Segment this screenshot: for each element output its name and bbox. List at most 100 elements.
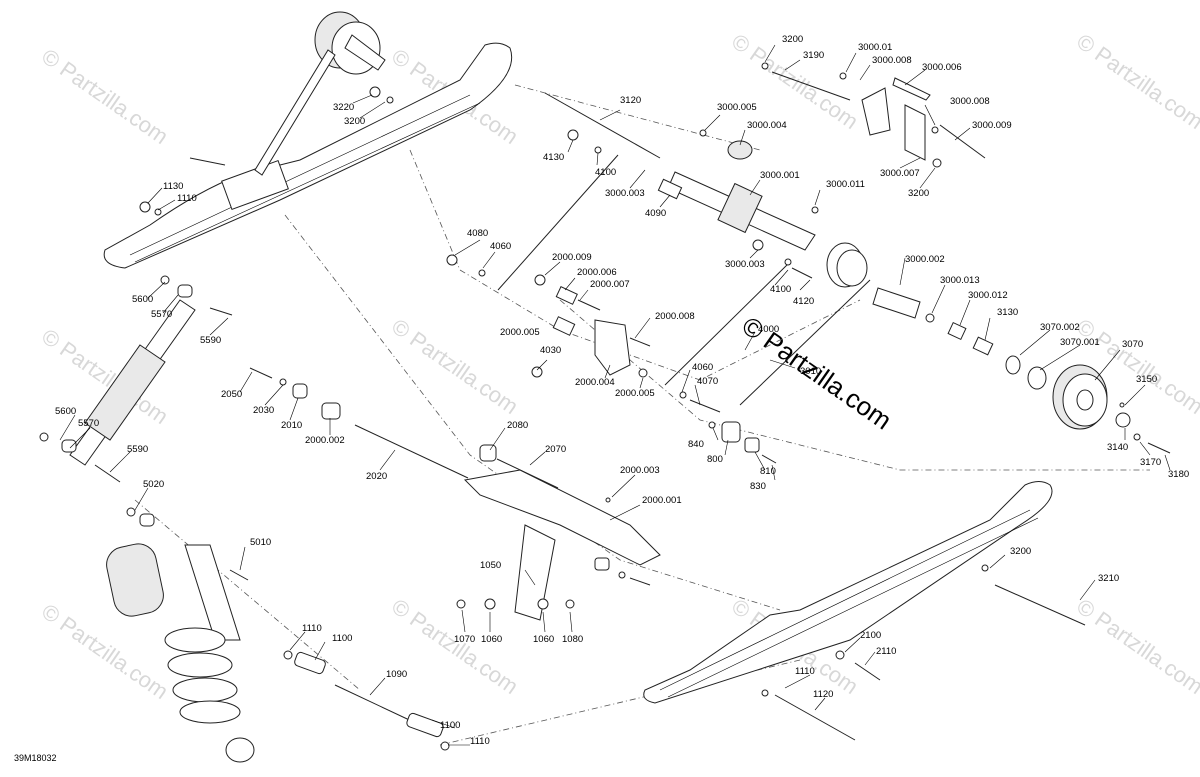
right-idler-wheel xyxy=(1005,355,1108,430)
part-label: 3070.002 xyxy=(1040,322,1080,333)
watermark: © Partzilla.com xyxy=(387,594,523,700)
part-label: 800 xyxy=(707,454,723,465)
shock-lower xyxy=(106,543,255,763)
hardware xyxy=(39,62,1171,751)
part-label: 830 xyxy=(750,481,766,492)
part-label: 3170 xyxy=(1140,457,1161,468)
part-label: 3000.011 xyxy=(826,179,865,190)
part-label: 5590 xyxy=(200,335,221,346)
part-label: 2050 xyxy=(221,389,242,400)
part-label: 2000.001 xyxy=(642,495,682,506)
rods xyxy=(334,71,1086,741)
part-label: 2000.006 xyxy=(577,267,617,278)
part-label: 5010 xyxy=(250,537,271,548)
part-label: 2000.002 xyxy=(305,435,345,446)
part-label: 1070 xyxy=(454,634,475,645)
part-label: 3200 xyxy=(908,188,929,199)
part-label: 2030 xyxy=(253,405,274,416)
part-label: 840 xyxy=(688,439,704,450)
part-label: 4120 xyxy=(793,296,814,307)
part-label: 5570 xyxy=(151,309,172,320)
part-label: 2110 xyxy=(876,646,896,657)
part-label: 2000.004 xyxy=(575,377,615,388)
part-label: 2020 xyxy=(366,471,387,482)
part-label: 3000.008 xyxy=(872,55,912,66)
part-label: 1110 xyxy=(470,736,490,747)
shock-upper xyxy=(69,299,196,466)
part-label: 4030 xyxy=(540,345,561,356)
part-label: 3190 xyxy=(803,50,824,61)
part-label: 4080 xyxy=(467,228,488,239)
upper-idler-assembly xyxy=(254,11,386,176)
part-label: 4070 xyxy=(697,376,718,387)
part-label: 3000.01 xyxy=(858,42,892,53)
part-label: 1050 xyxy=(480,560,501,571)
watermark: © Partzilla.com xyxy=(1072,29,1200,135)
part-label: 3070 xyxy=(1122,339,1143,350)
watermark: © Partzilla.com xyxy=(1072,594,1200,700)
part-label: 4100 xyxy=(770,284,791,295)
part-label: 3220 xyxy=(333,102,354,113)
part-label: 3000.007 xyxy=(880,168,920,179)
rail-right xyxy=(643,481,1053,704)
part-label: 2000.005 xyxy=(500,327,540,338)
part-label: 3010 xyxy=(800,366,821,377)
part-label: 2100 xyxy=(860,630,881,641)
part-label: 5570 xyxy=(78,418,99,429)
leader-lines xyxy=(59,44,1171,746)
part-label: 3000.009 xyxy=(972,120,1012,131)
part-label: 4130 xyxy=(543,152,564,163)
part-label: 2000.008 xyxy=(655,311,695,322)
part-label: 3000.005 xyxy=(717,102,757,113)
part-labels: 3200 3190 3000.01 3000.008 3000.006 3000… xyxy=(55,34,1189,747)
part-label: 3000.003 xyxy=(725,259,765,270)
part-label: 1060 xyxy=(533,634,554,645)
part-label: 3210 xyxy=(1098,573,1119,584)
rail-left xyxy=(103,42,513,269)
part-label: 4000 xyxy=(758,324,779,335)
upper-right-bracket xyxy=(861,77,931,161)
part-label: 4100 xyxy=(595,167,616,178)
part-label: 4060 xyxy=(490,241,511,252)
part-label: 3140 xyxy=(1107,442,1128,453)
part-label: 3000.013 xyxy=(940,275,980,286)
part-label: 5600 xyxy=(132,294,153,305)
part-label: 2080 xyxy=(507,420,528,431)
part-label: 1110 xyxy=(177,193,197,204)
part-label: 5020 xyxy=(143,479,164,490)
part-label: 5590 xyxy=(127,444,148,455)
front-arm-assembly xyxy=(463,319,661,621)
part-label: 3000.001 xyxy=(760,170,800,181)
part-label: 1110 xyxy=(795,666,815,677)
part-label: 2000.009 xyxy=(552,252,592,263)
part-label: 1090 xyxy=(386,669,407,680)
part-label: 3000.012 xyxy=(968,290,1008,301)
part-label: 2000.007 xyxy=(590,279,630,290)
part-label: 3130 xyxy=(997,307,1018,318)
part-label: 2000.005 xyxy=(615,388,655,399)
central-shaft-assembly xyxy=(667,140,921,319)
part-label: 3120 xyxy=(620,95,641,106)
part-label: 3000.008 xyxy=(950,96,990,107)
part-label: 3070.001 xyxy=(1060,337,1100,348)
part-label: 3150 xyxy=(1136,374,1157,385)
part-label: 810 xyxy=(760,466,776,477)
part-label: 1130 xyxy=(163,181,183,192)
part-label: 2070 xyxy=(545,444,566,455)
part-label: 3000.003 xyxy=(605,188,645,199)
part-label: 1060 xyxy=(481,634,502,645)
part-label: 4060 xyxy=(692,362,713,373)
watermark: © Partzilla.com xyxy=(37,599,173,705)
part-label: 3200 xyxy=(1010,546,1031,557)
part-label: 3000.006 xyxy=(922,62,962,73)
part-label: 3000.002 xyxy=(905,254,945,265)
part-label: 1100 xyxy=(332,633,352,644)
part-label: 1110 xyxy=(302,623,322,634)
part-label: 5600 xyxy=(55,406,76,417)
part-label: 3000.004 xyxy=(747,120,787,131)
drawing-code: 39M18032 xyxy=(14,753,57,763)
part-label: 3200 xyxy=(782,34,803,45)
part-label: 4090 xyxy=(645,208,666,219)
